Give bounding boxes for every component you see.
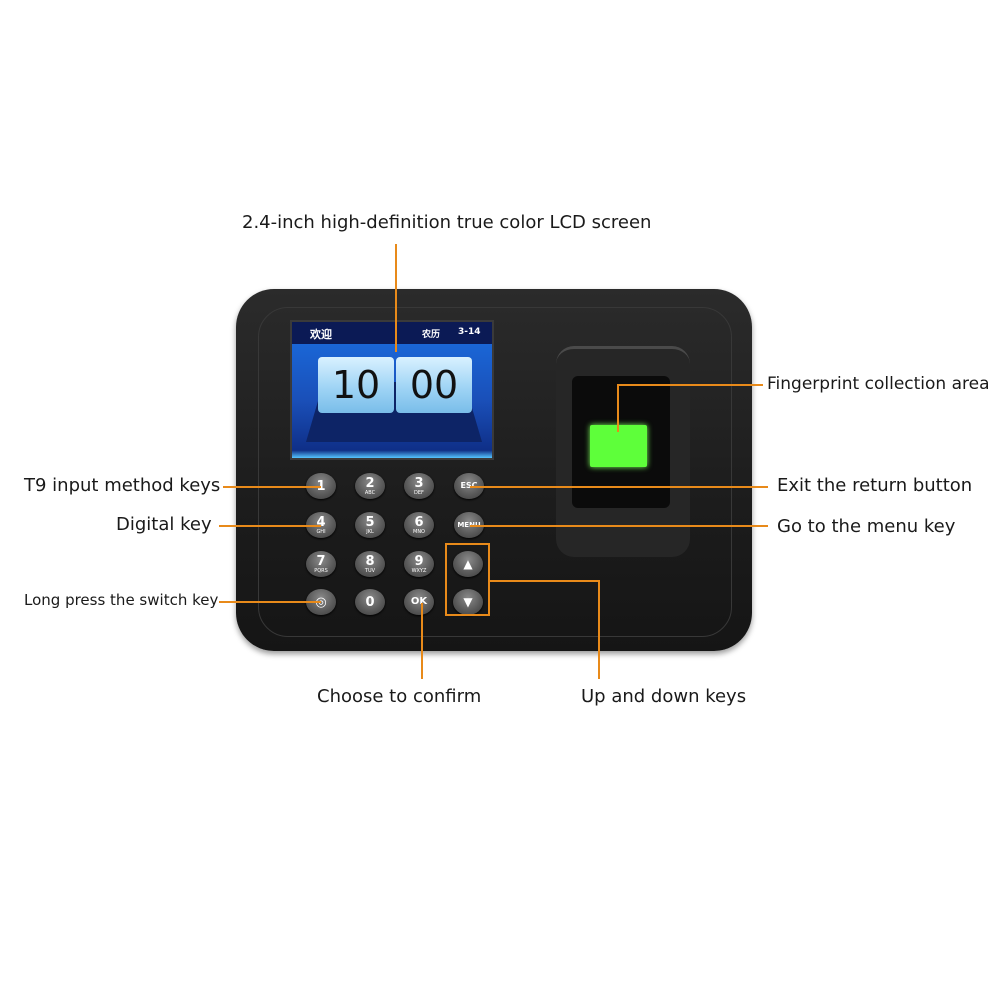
fingerprint-label: Fingerprint collection area [767,374,990,394]
down-key[interactable]: ▼ [453,589,483,615]
exit-label: Exit the return button [777,475,973,496]
digital-callout-line [219,525,321,527]
arrow-up-icon: ▲ [463,557,473,571]
menu-callout-line [470,525,768,527]
lcd-label: 2.4-inch high-definition true color LCD … [242,212,652,233]
t9-callout-line [223,486,321,488]
up-key[interactable]: ▲ [453,551,483,577]
lcd-glow [292,450,492,458]
lcd-screen: 欢迎 农历 3-14 10 00 2017-4-10 星期一 [290,320,494,460]
fingerprint-callout-line-v [617,384,619,432]
lcd-callout-line [395,244,397,352]
updown-label: Up and down keys [581,686,747,707]
switch-key-label: Long press the switch key [24,591,219,609]
exit-callout-line [470,486,768,488]
confirm-label: Choose to confirm [317,686,482,707]
digital-key-label: Digital key [116,514,212,535]
confirm-callout-line [421,603,423,679]
menu-key-label: Go to the menu key [777,516,956,537]
clock-hour: 10 [318,357,394,413]
lcd-welcome: 欢迎 [310,328,332,341]
key-0[interactable]: 0 [355,589,385,615]
lcd-clock-area: 10 00 2017-4-10 星期一 [292,344,492,458]
ok-key[interactable]: OK [404,589,434,615]
updown-callout-line-v [598,580,600,679]
device-bezel [258,307,732,637]
switch-callout-line [219,601,321,603]
lcd-status-bar: 欢迎 农历 3-14 [292,322,492,344]
updown-highlight-box [445,543,490,616]
clock-minute: 00 [396,357,472,413]
lcd-lunar-date: 3-14 [458,327,481,337]
fingerprint-sensor[interactable] [590,425,647,467]
arrow-down-icon: ▼ [463,595,473,609]
t9-label: T9 input method keys [24,475,221,496]
updown-callout-line-h [490,580,600,582]
lcd-lunar-label: 农历 [422,330,441,340]
fingerprint-callout-line-h [617,384,763,386]
power-icon: ◎ [315,594,327,610]
